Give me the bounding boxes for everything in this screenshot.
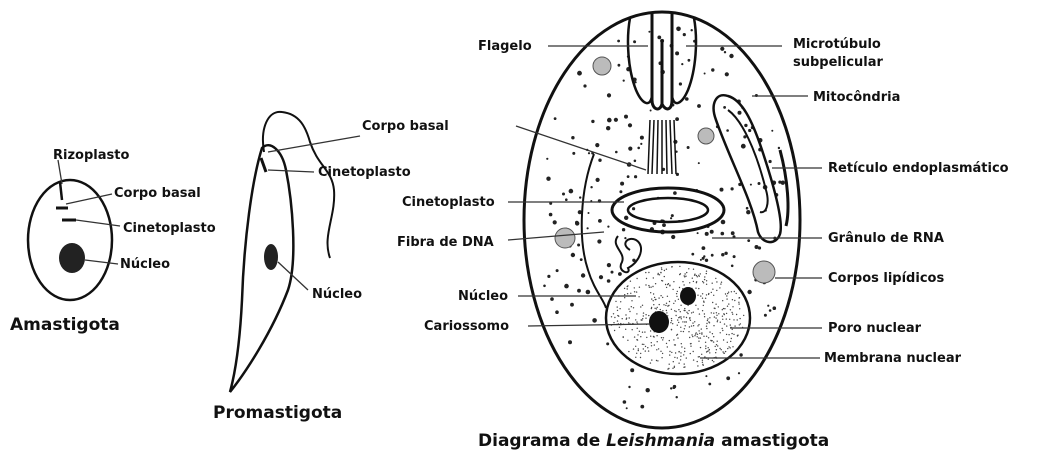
cytoplasm-granules <box>543 27 785 410</box>
rna-granule <box>593 57 611 75</box>
amastigote-cell-outline <box>28 180 112 300</box>
label-poro-nuclear: Poro nuclear <box>828 321 922 336</box>
amastigote-nucleus <box>59 243 85 273</box>
nucleolus <box>680 287 696 305</box>
promastigote-flagellum <box>263 112 334 258</box>
diagram-title: Diagrama de Leishmania amastigota <box>478 431 829 451</box>
basal-body-fibers <box>648 120 676 174</box>
promastigote-nucleus <box>264 244 278 270</box>
promastigote-kinetoplast <box>261 158 266 172</box>
promastigote-body <box>230 145 293 392</box>
promastigote-label-corpo-basal: Corpo basal <box>362 119 449 134</box>
label-granulo-rna: Grânulo de RNA <box>828 231 944 246</box>
promastigote-drawing <box>230 112 360 392</box>
label-fibra-dna: Fibra de DNA <box>397 235 494 250</box>
label-microtubulo-line2: subpelicular <box>793 55 884 70</box>
label-mitocondria: Mitocôndria <box>813 90 900 105</box>
dna-fiber <box>616 236 641 272</box>
kinetoplast-inner <box>628 198 708 222</box>
promastigote-label-nucleo: Núcleo <box>312 287 362 302</box>
amastigote-label-corpo-basal: Corpo basal <box>114 186 201 201</box>
label-cinetoplasto: Cinetoplasto <box>402 195 495 210</box>
label-reticulo: Retículo endoplasmático <box>828 161 1009 176</box>
promastigote-label-cinetoplasto: Cinetoplasto <box>318 165 411 180</box>
karyosome <box>649 311 669 333</box>
left-microtubule <box>582 154 606 308</box>
amastigote-label-nucleo: Núcleo <box>120 257 170 272</box>
diagram-title-italic: Leishmania <box>606 431 715 451</box>
amastigote-rizoplasto <box>60 182 62 200</box>
label-cariossomo: Cariossomo <box>424 319 509 334</box>
amastigote-label-cinetoplasto: Cinetoplasto <box>123 221 216 236</box>
label-microtubulo-line1: Microtúbulo <box>793 37 881 52</box>
label-corpos-lipidicos: Corpos lipídicos <box>828 271 944 286</box>
reticulum-strand <box>780 150 788 226</box>
label-nucleo: Núcleo <box>458 289 508 304</box>
nucleoplasm-stipple <box>611 266 745 370</box>
large-amastigote-drawing <box>508 12 822 428</box>
diagram-title-suffix: amastigota <box>715 431 829 451</box>
lipid-body <box>753 261 775 283</box>
amastigote-drawing <box>28 160 120 300</box>
diagram-title-prefix: Diagrama de <box>478 431 606 451</box>
promastigote-title: Promastigota <box>213 403 342 423</box>
flagellum-axoneme <box>652 14 672 109</box>
amastigote-title: Amastigota <box>10 315 120 335</box>
rna-granule <box>698 128 714 144</box>
amastigote-label-rizoplasto: Rizoplasto <box>53 148 129 163</box>
nucleus <box>606 262 750 374</box>
rna-granule <box>555 228 575 248</box>
label-membrana-nuclear: Membrana nuclear <box>824 351 962 366</box>
label-flagelo: Flagelo <box>478 39 532 54</box>
